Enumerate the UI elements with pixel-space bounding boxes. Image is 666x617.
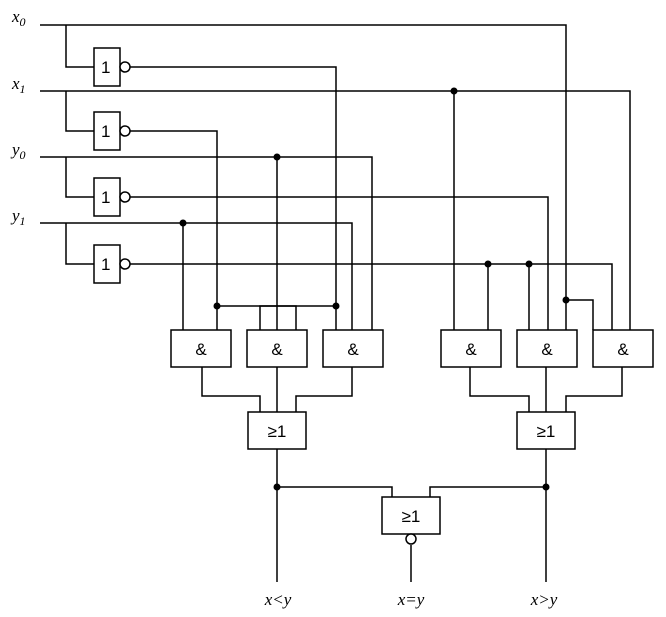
output-equal-label: x=y [397,590,425,609]
and-gate-2: & [246,329,308,368]
input-y1-label: y1 [10,206,26,228]
or-gate-greater: ≥1 [516,411,576,450]
input-x0-label: x0 [11,7,26,29]
svg-text:&: & [541,340,553,359]
and-gate-6: & [592,329,654,368]
and-to-or-wires [201,367,623,412]
and-gate-1: & [170,329,232,368]
output-less-label: x<y [264,590,292,609]
svg-text:1: 1 [101,58,110,77]
svg-text:1: 1 [101,188,110,207]
input-x1-label: x1 [11,74,26,96]
svg-text:1: 1 [101,122,110,141]
output-wires [276,449,547,582]
svg-text:&: & [271,340,283,359]
output-greater-label: x>y [530,590,558,609]
input-wires [40,24,631,330]
svg-text:&: & [195,340,207,359]
svg-text:≥1: ≥1 [402,507,421,526]
and-gate-5: & [516,329,578,368]
junction-dots [179,87,570,491]
svg-text:≥1: ≥1 [537,422,556,441]
svg-text:≥1: ≥1 [268,422,287,441]
or-gate-less: ≥1 [247,411,307,450]
not-gate-x1: 1 [93,111,131,151]
not-gate-x0: 1 [93,47,131,87]
input-y0-label: y0 [10,140,26,162]
and-gate-4: & [440,329,502,368]
not-gate-y1: 1 [93,244,131,284]
svg-text:1: 1 [101,255,110,274]
and-gate-3: & [322,329,384,368]
not-gate-y0: 1 [93,177,131,217]
svg-text:&: & [465,340,477,359]
svg-text:&: & [347,340,359,359]
svg-text:&: & [617,340,629,359]
nor-gate-equal: ≥1 [381,496,441,545]
inverter-output-wires [130,66,613,330]
